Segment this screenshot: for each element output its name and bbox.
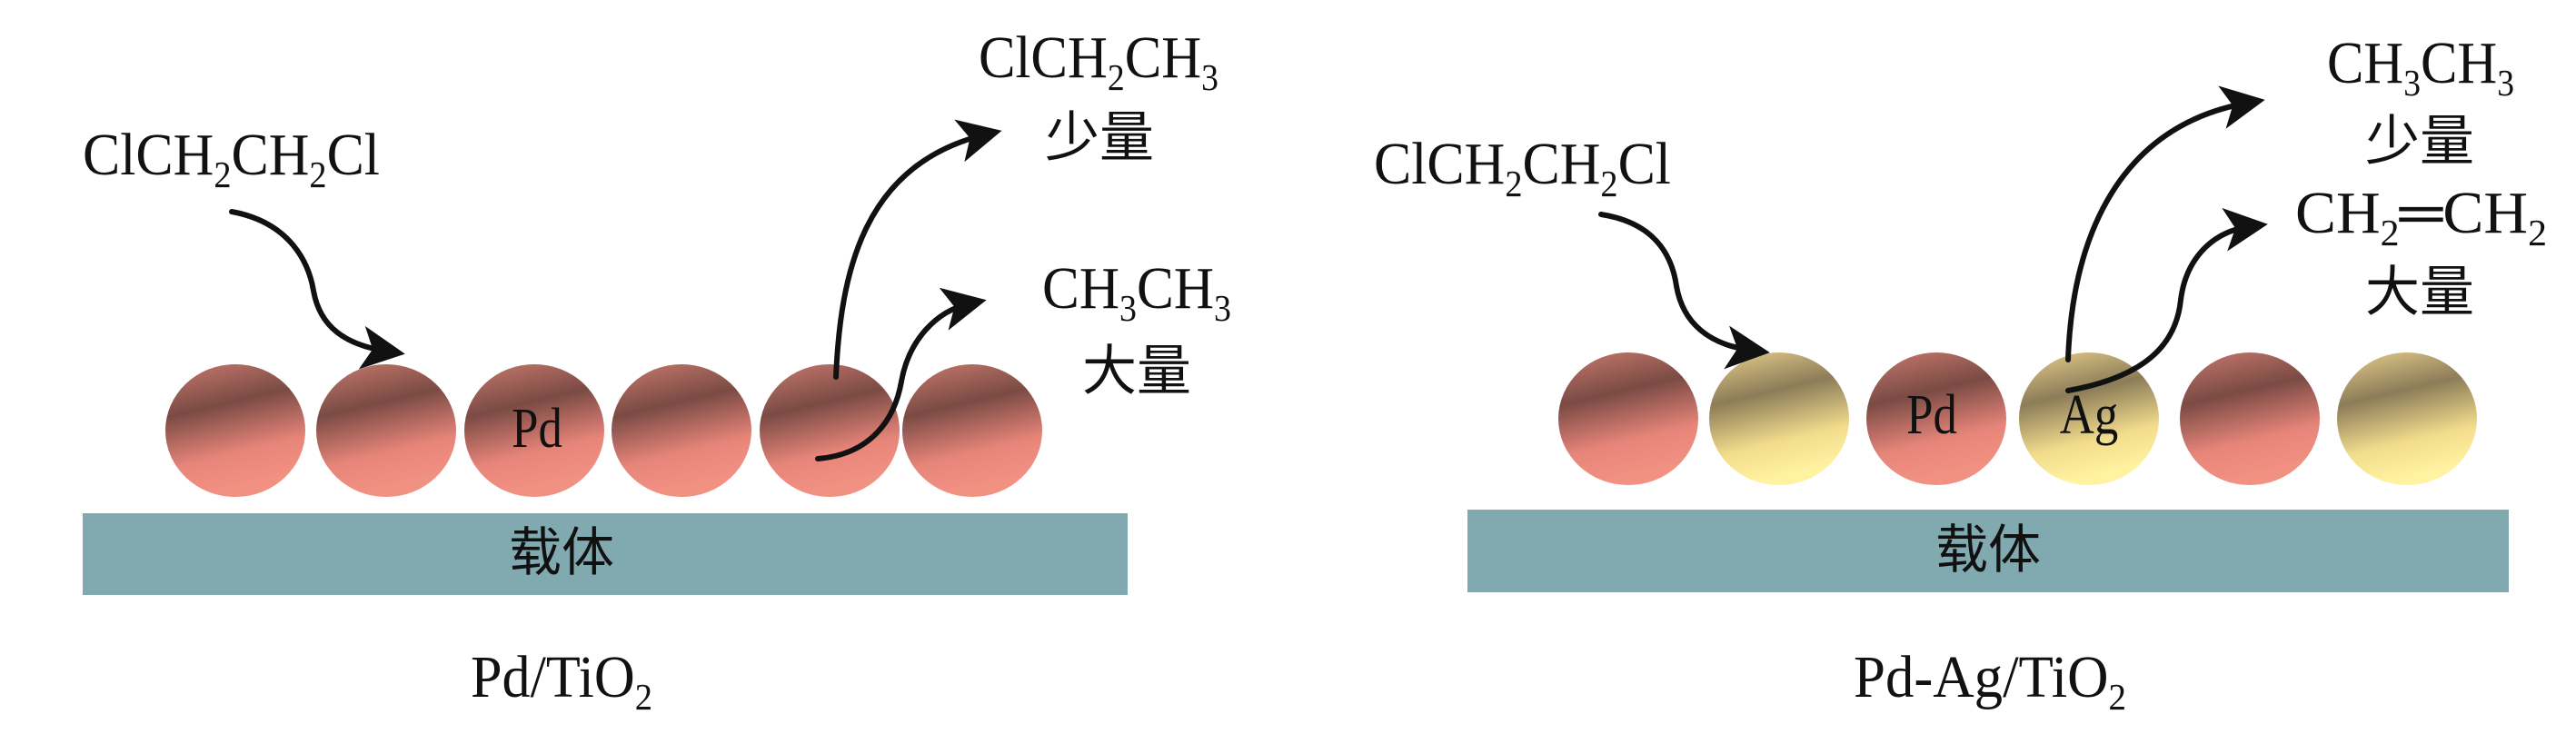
pd-atom bbox=[760, 364, 900, 497]
support-label: 载体 bbox=[509, 521, 614, 583]
atom-label-ag: Ag bbox=[2060, 384, 2118, 446]
formula-subscript: 3 bbox=[2497, 63, 2514, 104]
pd-atom bbox=[1866, 352, 2006, 485]
ag-atom bbox=[2337, 352, 2477, 485]
pd-atom bbox=[2180, 352, 2320, 485]
formula-text: Pd-Ag/TiO bbox=[1854, 644, 2109, 710]
formula-subscript: 2 bbox=[1600, 164, 1617, 204]
minor-product-formula: CH3CH3 bbox=[2327, 30, 2514, 104]
pd-atom bbox=[1558, 352, 1698, 485]
pd-atom bbox=[316, 364, 456, 497]
formula-text: ═CH bbox=[2399, 180, 2529, 246]
formula-subscript: 2 bbox=[2109, 677, 2126, 718]
formula-text: CH bbox=[1137, 255, 1214, 322]
minor-product-arrow bbox=[833, 119, 1002, 380]
major-amount-label: 大量 bbox=[1082, 340, 1191, 403]
panel-pd-tio2: 载体 Pd ClCH2CH2Cl ClCH2CH3 少量 CH3CH3 大量 P… bbox=[83, 25, 1231, 718]
formula-text: CH bbox=[2327, 30, 2403, 96]
support-bar bbox=[83, 513, 1128, 595]
panel-caption: Pd-Ag/TiO2 bbox=[1854, 644, 2126, 718]
formula-text: CH bbox=[2421, 30, 2497, 96]
adsorption-arrow bbox=[229, 209, 405, 370]
formula-subscript: 2 bbox=[2528, 213, 2547, 253]
formula-subscript: 2 bbox=[309, 154, 326, 195]
pd-atom bbox=[612, 364, 751, 497]
adsorption-arrow bbox=[1598, 212, 1770, 370]
atom-label-pd: Pd bbox=[512, 398, 562, 460]
reactant-formula: ClCH2CH2Cl bbox=[1374, 131, 1671, 204]
formula-subscript: 2 bbox=[1108, 57, 1125, 98]
minor-amount-label: 少量 bbox=[1045, 106, 1154, 170]
formula-text: Pd/TiO bbox=[471, 644, 635, 710]
formula-text: Cl bbox=[327, 122, 380, 188]
formula-text: CH bbox=[1523, 131, 1601, 197]
panel-pd-ag-tio2: 载体 Pd Ag ClCH2CH2Cl CH3CH3 少量 CH2═CH2 大量… bbox=[1374, 30, 2547, 718]
formula-text: CH bbox=[1125, 25, 1201, 91]
minor-product-formula: ClCH2CH3 bbox=[979, 25, 1218, 98]
formula-subscript: 2 bbox=[214, 154, 231, 195]
formula-subscript: 3 bbox=[1214, 288, 1231, 329]
support-label: 载体 bbox=[1935, 519, 2041, 580]
formula-subscript: 3 bbox=[2403, 63, 2421, 104]
major-amount-label: 大量 bbox=[2365, 261, 2474, 324]
major-product-arrow bbox=[815, 287, 987, 461]
formula-subscript: 2 bbox=[2381, 213, 2400, 253]
formula-text: CH bbox=[232, 122, 310, 188]
reactant-formula: ClCH2CH2Cl bbox=[83, 122, 380, 195]
pd-atom bbox=[464, 364, 604, 497]
formula-text: ClCH bbox=[979, 25, 1108, 91]
pd-atom bbox=[165, 364, 305, 497]
formula-subscript: 2 bbox=[1505, 164, 1522, 204]
support-bar bbox=[1467, 510, 2509, 592]
atom-row bbox=[1558, 352, 2477, 485]
atom-label-pd: Pd bbox=[1906, 384, 1957, 446]
formula-subscript: 3 bbox=[1201, 57, 1218, 98]
pd-atom bbox=[902, 364, 1042, 497]
major-product-formula: CH2═CH2 bbox=[2295, 180, 2547, 253]
ag-atom bbox=[2019, 352, 2159, 485]
formula-subscript: 3 bbox=[1119, 288, 1137, 329]
formula-text: CH bbox=[1042, 255, 1119, 322]
minor-amount-label: 少量 bbox=[2365, 110, 2474, 174]
minor-product-arrow bbox=[2065, 85, 2265, 362]
formula-text: Cl bbox=[1618, 131, 1671, 197]
formula-text: ClCH bbox=[1374, 131, 1505, 197]
panel-caption: Pd/TiO2 bbox=[471, 644, 652, 718]
atom-row bbox=[165, 364, 1042, 497]
formula-text: ClCH bbox=[83, 122, 214, 188]
major-product-arrow bbox=[2065, 207, 2268, 393]
ag-atom bbox=[1709, 352, 1849, 485]
formula-subscript: 2 bbox=[635, 677, 652, 718]
formula-text: CH bbox=[2295, 180, 2381, 246]
major-product-formula: CH3CH3 bbox=[1042, 255, 1231, 329]
